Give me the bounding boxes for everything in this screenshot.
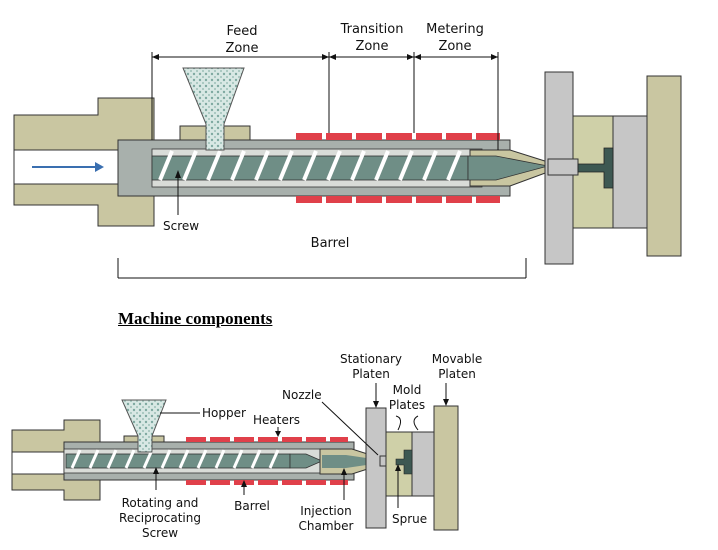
mold-plates-label-line2: Plates <box>389 398 425 412</box>
heater-bands-top <box>296 133 500 140</box>
hopper-small <box>121 399 167 453</box>
stationary-platen-small <box>365 407 387 529</box>
transition-zone-label-line2: Zone <box>355 39 388 54</box>
screw-tip-small <box>289 453 323 469</box>
injection-chamber-label-line1: Injection <box>300 504 351 518</box>
mold-plates-label-line1: Mold <box>393 383 422 397</box>
mold-cavity-small <box>395 449 413 475</box>
mold-plate-moving-small <box>411 431 435 497</box>
feed-zone-label-line1: Feed <box>226 24 257 39</box>
injection-chamber-leader-arrow <box>341 468 347 475</box>
screw-flights-small <box>70 449 280 469</box>
stationary-platen-label-line1: Stationary <box>340 352 402 366</box>
top-diagram: Feed Zone Transition Zone Metering Zone … <box>13 22 682 279</box>
movable-platen <box>646 75 682 257</box>
screw-tip <box>467 155 549 181</box>
screw-label-line2: Reciprocating <box>119 511 201 525</box>
nozzle-label: Nozzle <box>282 388 322 402</box>
movable-platen-label-line2: Platen <box>438 367 476 381</box>
barrel-leader-arrow-small <box>241 480 247 487</box>
mold-plate-moving <box>612 115 648 229</box>
barrel-label-small: Barrel <box>234 499 270 513</box>
movable-platen-small <box>433 405 459 531</box>
injection-chamber-label-line2: Chamber <box>299 519 354 533</box>
screw-label: Screw <box>163 219 199 233</box>
zone-dimensions <box>151 52 499 150</box>
barrel-bracket <box>117 258 527 279</box>
sprue-label: Sprue <box>392 512 427 526</box>
metering-zone-label-line1: Metering <box>426 22 484 37</box>
flow-arrow-head <box>95 162 104 172</box>
heaters-label: Heaters <box>253 413 300 427</box>
metering-zone-label-line2: Zone <box>438 39 471 54</box>
screw-label-line1: Rotating and <box>122 496 199 510</box>
stationary-platen-label-line2: Platen <box>352 367 390 381</box>
screw-leader-arrow <box>175 170 181 178</box>
bottom-diagram: Hopper Heaters Nozzle Stationary Platen … <box>11 352 482 540</box>
sprue-leader-arrow <box>395 464 401 471</box>
movable-platen-leader-arrow <box>443 399 449 406</box>
feed-zone-label-line2: Zone <box>225 41 258 56</box>
heaters-leader-arrow <box>275 431 281 437</box>
section-heading: Machine components <box>118 309 273 328</box>
hopper-label: Hopper <box>202 406 246 420</box>
screw-label-line3: Screw <box>142 526 178 540</box>
nozzle-tip <box>547 158 579 176</box>
stationary-platen-leader-arrow <box>373 401 379 408</box>
mold-plates-leader <box>395 415 419 431</box>
zone-arrowheads <box>152 54 498 60</box>
heater-bands-small-top <box>186 437 348 442</box>
barrel-label: Barrel <box>311 236 350 251</box>
screw-flights <box>158 150 462 181</box>
heater-bands-small-bottom <box>186 480 348 485</box>
mold-cavity <box>577 147 614 189</box>
movable-platen-label-line1: Movable <box>432 352 482 366</box>
hopper <box>182 67 245 151</box>
transition-zone-label-line1: Transition <box>340 22 404 37</box>
screw-leader-arrow-small <box>153 467 159 474</box>
nozzle-leader <box>321 401 379 456</box>
heater-bands-bottom <box>296 196 500 203</box>
screw-shaft <box>151 155 469 181</box>
